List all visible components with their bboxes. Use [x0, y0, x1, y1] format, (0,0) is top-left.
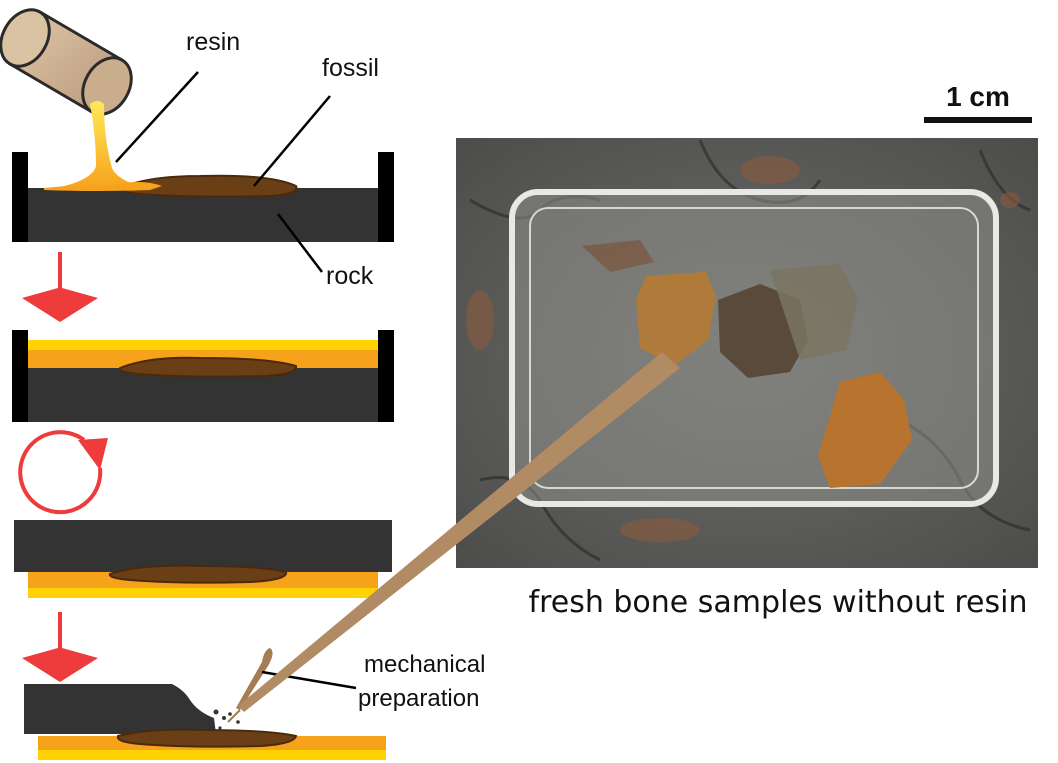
step-3-flipped [14, 520, 392, 598]
scale-bar-label: 1 cm [946, 81, 1010, 112]
rock-label: rock [326, 262, 374, 290]
tray-wall-left [12, 330, 28, 422]
down-arrow-icon [22, 252, 98, 322]
mechanical-label-line2: preparation [358, 685, 479, 712]
resin-container-icon [0, 1, 141, 123]
fossil-label: fossil [322, 54, 379, 82]
resin-layer [28, 340, 378, 350]
resin-layer-lower [28, 588, 378, 598]
resin-stream [46, 101, 150, 190]
resin-layer-lower [38, 750, 386, 760]
rock-slab-partial [24, 684, 216, 734]
rotate-arrow-icon [20, 432, 108, 512]
tray-wall-right [378, 330, 394, 422]
down-arrow-icon [22, 612, 98, 682]
step-2-resin-cured [12, 330, 394, 422]
tray-wall-left [12, 152, 28, 242]
fossil [118, 730, 296, 747]
fossil [120, 358, 296, 377]
photo-fresh-bone-samples [456, 138, 1038, 568]
mechanical-label-line1: mechanical [364, 651, 485, 678]
tray-wall-right [378, 152, 394, 242]
fossil [110, 566, 286, 583]
rock-slab [14, 520, 392, 572]
photo-caption: fresh bone samples without resin [529, 585, 1028, 620]
fossil-leader-line [254, 96, 330, 186]
resin-label: resin [186, 28, 240, 56]
